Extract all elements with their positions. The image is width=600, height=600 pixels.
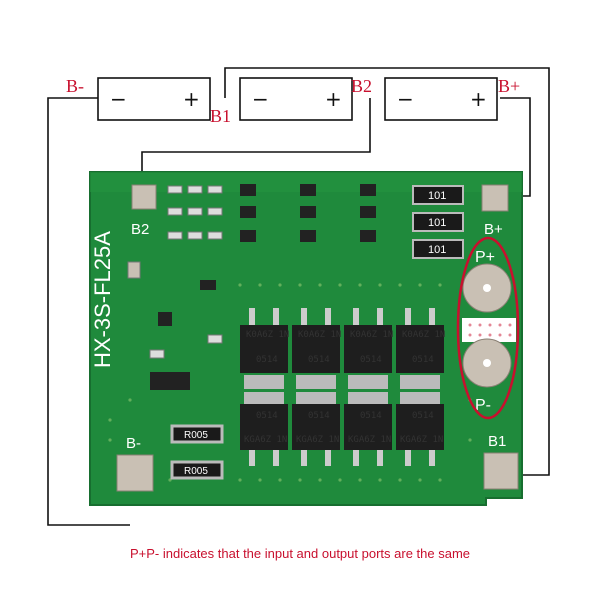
cell-plus-symbol: + <box>183 87 200 111</box>
pad-b1: B1 <box>483 433 519 490</box>
wiring <box>47 67 550 526</box>
caption-note: P+P- indicates that the input and output… <box>129 546 471 561</box>
svg-text:KGA6Z 1N: KGA6Z 1N <box>348 435 391 445</box>
shunt-r005-2: R005 <box>170 460 224 480</box>
mosfet: K0A6Z 1N 0514 <box>240 308 289 389</box>
port-highlight-ellipse <box>456 236 520 420</box>
svg-text:101: 101 <box>428 190 446 202</box>
mosfet-row-top: K0A6Z 1N 0514 K0A6Z 1N 0514 K0A6Z 1N 051… <box>240 308 445 389</box>
mosfet: 0514 KGA6Z 1N <box>240 392 288 466</box>
smd-resistor <box>149 349 165 359</box>
cell-plus-symbol: + <box>470 87 487 111</box>
resistor-101-1: 101 <box>412 185 464 205</box>
cell-minus-symbol: − <box>397 87 414 111</box>
svg-text:0514: 0514 <box>308 355 330 365</box>
svg-text:K0A6Z 1N: K0A6Z 1N <box>402 330 445 340</box>
pad-b1-label: B1 <box>488 433 506 450</box>
pad-b-plus-label: B+ <box>484 221 503 238</box>
svg-text:101: 101 <box>428 217 446 229</box>
port-p-minus-label: P- <box>475 397 491 414</box>
svg-text:K0A6Z 1N: K0A6Z 1N <box>298 330 341 340</box>
wire-b-minus <box>47 97 130 526</box>
svg-text:KGA6Z 1N: KGA6Z 1N <box>400 435 443 445</box>
pad-b2: B2 <box>131 184 157 238</box>
mosfet: K0A6Z 1N 0514 <box>292 308 341 389</box>
mosfet: K0A6Z 1N 0514 <box>396 308 445 389</box>
svg-text:R005: R005 <box>184 430 208 441</box>
svg-text:0514: 0514 <box>360 355 382 365</box>
pad-b2-label: B2 <box>131 221 149 238</box>
svg-text:KGA6Z 1N: KGA6Z 1N <box>244 435 287 445</box>
smd-resistor <box>207 334 223 344</box>
resistor-101-2: 101 <box>412 212 464 232</box>
smd-chip <box>150 372 190 390</box>
battery-cell-1: − + <box>97 77 211 121</box>
shunt-r005-1: R005 <box>170 424 224 444</box>
svg-text:0514: 0514 <box>256 355 278 365</box>
smd-row-3 <box>167 230 376 242</box>
pad-b-plus: B+ <box>481 184 509 238</box>
mosfet: K0A6Z 1N 0514 <box>344 308 393 389</box>
label-b-plus: B+ <box>498 76 520 96</box>
smd-row-1 <box>167 184 376 196</box>
smd-chip <box>158 312 172 326</box>
cell-minus-symbol: − <box>110 87 127 111</box>
test-pad <box>127 261 141 279</box>
svg-text:0514: 0514 <box>256 411 278 421</box>
pad-b-minus: B- <box>116 435 154 492</box>
battery-cell-3: − + <box>384 77 498 121</box>
port-p-plus-label: P+ <box>475 249 495 266</box>
mosfet-row-bottom: 0514 KGA6Z 1N 0514 KGA6Z 1N 0514 KGA6Z 1… <box>240 392 444 466</box>
svg-text:0514: 0514 <box>308 411 330 421</box>
label-b2: B2 <box>351 76 372 96</box>
svg-text:0514: 0514 <box>412 411 434 421</box>
svg-text:K0A6Z 1N: K0A6Z 1N <box>246 330 289 340</box>
label-b1: B1 <box>210 106 231 126</box>
battery-cell-2: − + <box>239 77 353 121</box>
svg-text:KGA6Z 1N: KGA6Z 1N <box>296 435 339 445</box>
wire-b1 <box>224 67 550 476</box>
resistor-101-3: 101 <box>412 239 464 259</box>
cell-minus-symbol: − <box>252 87 269 111</box>
cell-plus-symbol: + <box>325 87 342 111</box>
svg-text:0514: 0514 <box>412 355 434 365</box>
svg-text:0514: 0514 <box>360 411 382 421</box>
pcb-board: HX-3S-FL25A B2 B+ B- B1 <box>89 171 523 506</box>
smd-chip <box>200 280 216 290</box>
mosfet: 0514 KGA6Z 1N <box>396 392 444 466</box>
svg-text:R005: R005 <box>184 466 208 477</box>
port-bridge <box>462 318 516 342</box>
svg-text:101: 101 <box>428 244 446 256</box>
svg-text:K0A6Z 1N: K0A6Z 1N <box>350 330 393 340</box>
output-ports: P+ P- <box>456 236 520 420</box>
board-model-label: HX-3S-FL25A <box>90 231 115 368</box>
smd-row-2 <box>167 206 376 218</box>
pad-b-minus-label: B- <box>126 435 141 452</box>
mosfet: 0514 KGA6Z 1N <box>344 392 392 466</box>
label-b-minus: B- <box>66 76 84 96</box>
mosfet: 0514 KGA6Z 1N <box>292 392 340 466</box>
